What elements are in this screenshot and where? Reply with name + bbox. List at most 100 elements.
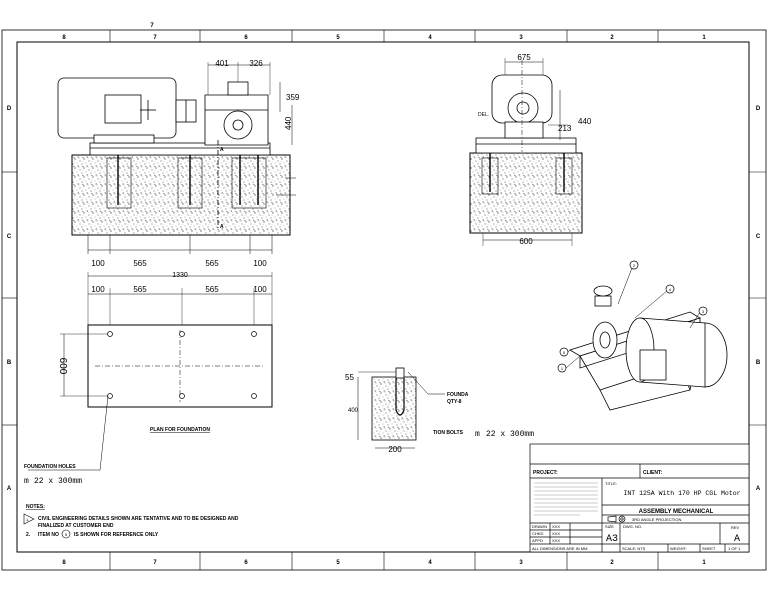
note2-num: 2. [26,532,31,538]
tb-row-drawn: DRAWN [532,524,547,529]
svg-text:4: 4 [428,560,432,566]
tb-title-label: TITLE: [605,481,617,486]
dim-55: 55 [345,373,354,382]
svg-text:B: B [7,360,12,366]
note1-line1: CIVIL ENGINEERING DETAILS SHOWN ARE TENT… [38,516,239,522]
grid-labels-top: 8 7 6 5 4 3 2 1 [62,35,706,41]
dim-del: DEL. [478,112,489,118]
terminal-box [104,94,142,124]
svg-text:5: 5 [336,560,340,566]
dim-326: 326 [249,59,263,68]
foundation-holes-label: FOUNDATION HOLES [24,464,76,470]
section-mark-top: A [220,147,224,153]
dim-200: 200 [388,445,402,454]
dim-213: 213 [558,124,572,133]
svg-text:7: 7 [153,560,157,566]
detail-value: 22 x 300mm [486,430,534,439]
dim-row1-a: 100 [91,259,105,268]
svg-text:6: 6 [244,35,248,41]
dim-row2-a: 100 [91,285,105,294]
balloon-1: 1 [561,366,564,371]
svg-text:1: 1 [702,35,706,41]
balloon-3: 3 [702,309,705,314]
dim-400-detail: 400 [348,408,359,414]
front-foundation [71,154,291,236]
title-block [529,443,750,553]
note2-post: IS SHOWN FOR REFERENCE ONLY [74,532,159,538]
tb-project-label: PROJECT: [533,470,558,476]
inner-border [16,41,750,553]
tb-drawing-name: ASSEMBLY MECHANICAL [639,509,714,515]
tb-projection: 3RD ANGLE PROJECTION [632,517,681,522]
svg-text:8: 8 [62,560,66,566]
tb-size-label: SIZE [605,524,614,529]
grid-labels-right: D C B A [756,106,761,492]
dim-440-side: 440 [578,117,592,126]
svg-text:7: 7 [153,35,157,41]
svg-text:D: D [756,106,761,112]
tb-dwgno-label: DWG. NO. [623,524,642,529]
plan-view [28,272,273,471]
dim-row2-c: 565 [205,285,219,294]
svg-text:A: A [7,486,12,492]
tb-footer-scale: SCALE: NTS [622,546,646,551]
tb-title-value: INT 125A With 170 HP CGL Motor [623,490,740,497]
note2-balloon: 5 [65,532,68,537]
svg-text:D: D [7,106,12,112]
svg-text:2: 2 [610,560,614,566]
note2-balloon-icon [61,529,71,539]
svg-text:3: 3 [519,35,523,41]
grid-labels-left: D C B A [7,106,12,492]
tb-row-chkd: CHKD [532,531,543,536]
balloon-2: 2 [633,263,636,268]
dim-401: 401 [215,59,229,68]
foundation-holes-prefix: m [24,477,29,486]
detail-label-2: QTY-8 [447,399,462,405]
svg-text:5: 5 [336,35,340,41]
iso-view [565,267,728,411]
tb-rev-value: A [734,534,740,545]
tb-client-label: CLIENT: [643,470,663,476]
iso-balloons: 1 2 3 4 5 [557,260,708,373]
front-view: A A 401 326 359 440 [57,59,300,236]
front-baseframe [89,142,271,156]
dim-600-side: 600 [519,237,533,246]
svg-text:8: 8 [62,35,66,41]
tb-row-appd-name: XXX [552,538,560,543]
dim-600-plan: 600 [57,358,68,375]
stray-grid-label: 7 [150,23,154,29]
note2-pre: ITEM NO [38,532,59,538]
dim-675: 675 [517,53,531,62]
dim-row1-b: 565 [133,259,147,268]
svg-text:C: C [7,234,12,240]
balloon-5: 5 [563,350,566,355]
notes-title: NOTES: [26,504,45,510]
tb-rev-label: REV [731,525,740,530]
tb-row-appd: APPD [532,538,543,543]
dim-440: 440 [284,116,293,130]
note1-num: 1. [26,517,29,522]
dim-row2-d: 100 [253,285,267,294]
tb-size-value: A3 [606,534,618,545]
svg-text:A: A [756,486,761,492]
svg-text:4: 4 [428,35,432,41]
section-mark-bottom: A [220,224,224,230]
note1-line2: FINALIZED AT CUSTOMER END [38,523,114,529]
svg-text:6: 6 [244,560,248,566]
tb-footer-sheet: SHEET [702,546,716,551]
dim-row2-b: 565 [133,285,147,294]
side-view [469,58,583,246]
tb-footer-weight: WEIGHT: [670,546,687,551]
tb-row-chkd-name: XXX [552,531,560,536]
balloon-4: 4 [669,287,672,292]
detail-mm-prefix: m [475,430,480,439]
svg-text:B: B [756,360,761,366]
tb-footer-units: ALL DIMENSIONS ARE IN MM [532,546,587,551]
grid-labels-bottom: 8 7 6 5 4 3 2 1 [62,560,706,566]
svg-text:C: C [756,234,761,240]
foundation-dims-row1 [87,235,273,254]
bolt-detail [357,367,445,449]
dim-359: 359 [286,93,300,102]
